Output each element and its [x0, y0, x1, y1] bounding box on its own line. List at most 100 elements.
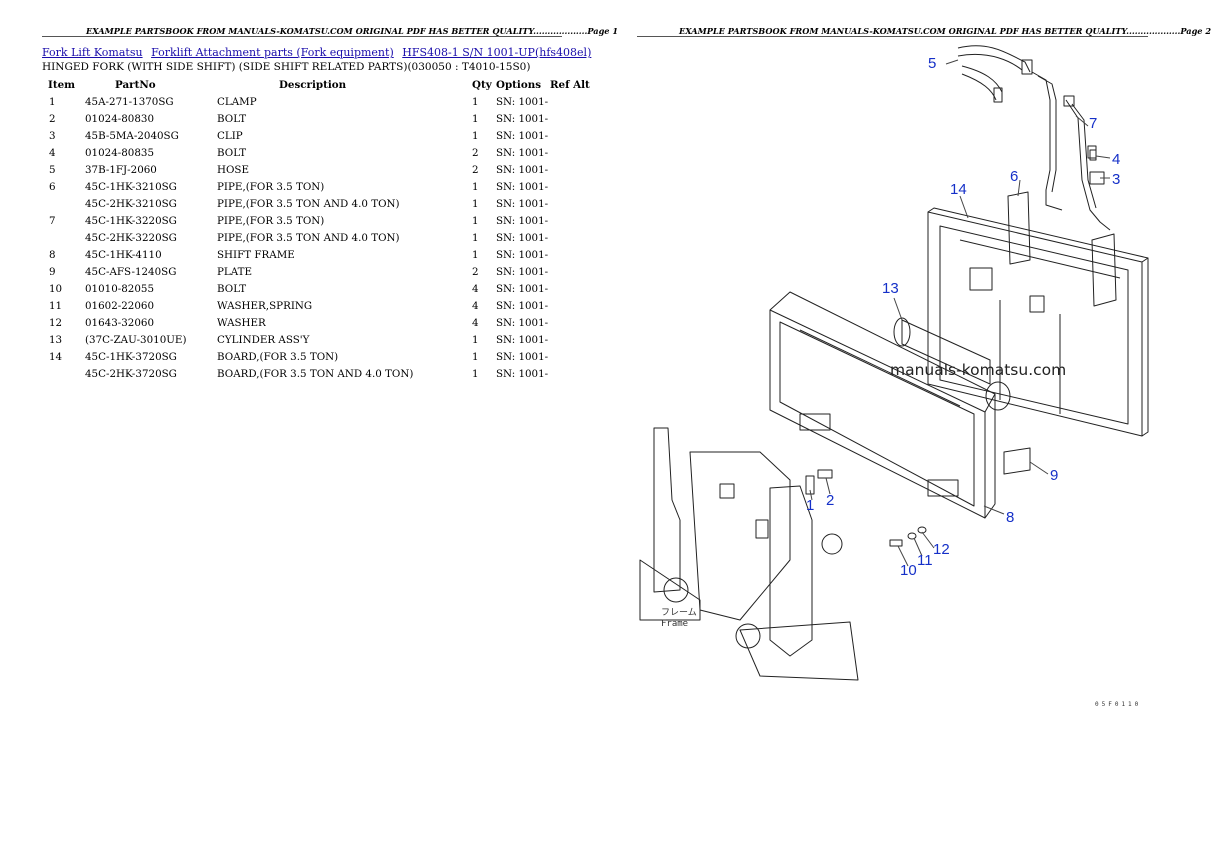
- cell-item: 3: [49, 129, 56, 142]
- cell-item: 13: [49, 333, 63, 346]
- watermark-text: manuals-komatsu.com: [890, 361, 1067, 379]
- hose-drawing: [957, 45, 1033, 103]
- column-header-partno: PartNo: [115, 79, 156, 91]
- cell-options: SN: 1001-: [496, 231, 549, 244]
- breadcrumb-link-forklift-attachment-parts[interactable]: Forklift Attachment parts (Fork equipmen…: [151, 46, 394, 59]
- cell-description: PLATE: [217, 265, 253, 278]
- frame-label-en: Frame: [661, 619, 689, 629]
- callout-5: 5: [928, 55, 937, 72]
- cell-partno: 01010-82055: [85, 282, 154, 295]
- page-header-left: EXAMPLE PARTSBOOK FROM MANUALS-KOMATSU.C…: [86, 26, 619, 36]
- column-header-options: Options: [496, 79, 541, 91]
- cell-options: SN: 1001-: [496, 248, 549, 261]
- cell-description: HOSE: [217, 163, 249, 176]
- cell-qty: 1: [472, 248, 479, 261]
- cell-options: SN: 1001-: [496, 299, 549, 312]
- diagram-page: EXAMPLE PARTSBOOK FROM MANUALS-KOMATSU.C…: [595, 0, 1211, 842]
- drawing-code: 05F0110: [1095, 701, 1142, 708]
- cell-description: CYLINDER ASS'Y: [217, 333, 310, 346]
- cell-qty: 4: [472, 282, 479, 295]
- cell-partno: (37C-ZAU-3010UE): [85, 333, 187, 346]
- cell-item: 5: [49, 163, 56, 176]
- cell-description: PIPE,(FOR 3.5 TON): [217, 214, 325, 227]
- cell-options: SN: 1001-: [496, 197, 549, 210]
- callout-14: 14: [950, 181, 967, 198]
- cell-item: 8: [49, 248, 56, 261]
- column-header-description: Description: [279, 79, 347, 91]
- cell-description: PIPE,(FOR 3.5 TON): [217, 180, 325, 193]
- cylinder-drawing: [893, 317, 1011, 411]
- cell-options: SN: 1001-: [496, 146, 549, 159]
- cell-qty: 2: [472, 265, 479, 278]
- cell-partno: 01024-80830: [85, 112, 154, 125]
- cell-partno: 37B-1FJ-2060: [85, 163, 157, 176]
- parts-table: Item PartNo Description Qty Options Ref …: [42, 77, 590, 382]
- cell-partno: 45C-1HK-3220SG: [85, 214, 177, 227]
- cell-description: CLAMP: [217, 95, 257, 108]
- breadcrumb-link-model-hfs408[interactable]: HFS408-1 S/N 1001-UP(hfs408el): [402, 46, 592, 59]
- hinge-frame-drawing: [639, 427, 859, 681]
- cell-partno: 45C-1HK-3720SG: [85, 350, 177, 363]
- page-title: HINGED FORK (WITH SIDE SHIFT) (SIDE SHIF…: [42, 61, 531, 73]
- cell-options: SN: 1001-: [496, 333, 549, 346]
- cell-item: 11: [49, 299, 63, 312]
- cell-partno: 01643-32060: [85, 316, 154, 329]
- table-header-row: Item PartNo Description Qty Options Ref …: [42, 77, 590, 93]
- cell-qty: 1: [472, 180, 479, 193]
- cell-options: SN: 1001-: [496, 282, 549, 295]
- cell-qty: 2: [472, 163, 479, 176]
- cell-partno: 01024-80835: [85, 146, 154, 159]
- board-drawing: [927, 191, 1149, 437]
- cell-description: BOLT: [217, 282, 247, 295]
- breadcrumb-link-fork-lift-komatsu[interactable]: Fork Lift Komatsu: [42, 46, 143, 59]
- cell-item: 14: [49, 350, 63, 363]
- callout-3: 3: [1112, 171, 1121, 188]
- cell-options: SN: 1001-: [496, 350, 549, 363]
- frame-label: フレーム Frame: [661, 608, 697, 630]
- callout-4: 4: [1112, 151, 1121, 168]
- cell-options: SN: 1001-: [496, 316, 549, 329]
- cell-item: 7: [49, 214, 56, 227]
- cell-options: SN: 1001-: [496, 129, 549, 142]
- cell-partno: 45C-AFS-1240SG: [85, 265, 177, 278]
- shift-frame-drawing: [769, 291, 996, 519]
- callout-8: 8: [1006, 509, 1015, 526]
- column-header-item: Item: [48, 79, 76, 91]
- breadcrumb: Fork Lift Komatsu Forklift Attachment pa…: [42, 46, 596, 59]
- cell-qty: 1: [472, 333, 479, 346]
- cell-options: SN: 1001-: [496, 214, 549, 227]
- cell-options: SN: 1001-: [496, 180, 549, 193]
- cell-options: SN: 1001-: [496, 265, 549, 278]
- cell-qty: 1: [472, 367, 479, 380]
- cell-description: BOARD,(FOR 3.5 TON): [217, 350, 339, 363]
- header-divider-left: [42, 36, 562, 37]
- cell-item: 1: [49, 95, 56, 108]
- cell-qty: 1: [472, 112, 479, 125]
- cell-item: 9: [49, 265, 56, 278]
- callout-7: 7: [1089, 115, 1098, 132]
- cell-qty: 1: [472, 231, 479, 244]
- cell-item: 10: [49, 282, 63, 295]
- cell-partno: 45C-2HK-3720SG: [85, 367, 177, 380]
- pipe-drawing: [1031, 71, 1111, 231]
- cell-item: 2: [49, 112, 56, 125]
- callout-13: 13: [882, 280, 899, 297]
- cell-description: WASHER: [217, 316, 266, 329]
- cell-partno: 45C-1HK-4110: [85, 248, 162, 261]
- page-header-right: EXAMPLE PARTSBOOK FROM MANUALS-KOMATSU.C…: [679, 26, 1211, 36]
- cell-description: CLIP: [217, 129, 243, 142]
- callout-6: 6: [1010, 168, 1019, 185]
- column-header-ref-alt: Ref Alt: [550, 79, 590, 91]
